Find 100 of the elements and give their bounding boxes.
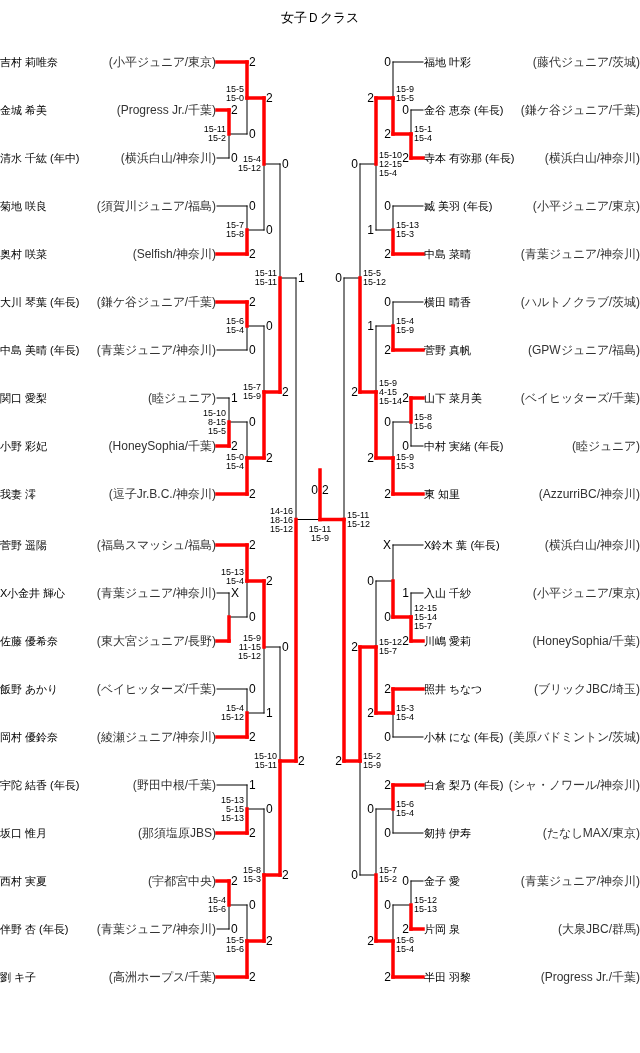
set-score: 15-2 <box>379 875 397 884</box>
player-name: 山下 菜月美 <box>424 391 483 405</box>
game-score: 2 <box>367 707 374 719</box>
player-name: 吉村 莉唯奈 <box>0 55 59 69</box>
game-score: 1 <box>231 392 238 404</box>
game-score: 0 <box>311 484 318 496</box>
club-name: (睦ジュニア) <box>148 391 216 405</box>
set-score: 15-14 <box>414 612 438 622</box>
game-score: 0 <box>249 683 256 695</box>
player-name: 照井 ちなつ <box>424 682 483 696</box>
club-name: (福島スマッシュ/福島) <box>96 538 216 552</box>
club-name: (東大宮ジュニア/長野) <box>96 634 216 648</box>
set-score: 15-11 <box>254 269 277 278</box>
club-name: (小平ジュニア/東京) <box>108 55 216 69</box>
set-score: 15-4 <box>226 326 244 335</box>
set-score: 15-9 <box>379 378 397 388</box>
game-score: 0 <box>266 224 273 236</box>
player-name: 中村 実緒 (年長) <box>424 439 504 453</box>
game-score: 2 <box>384 488 391 500</box>
set-score: 15-13 <box>220 813 244 823</box>
set-score: 15-2 <box>208 134 226 143</box>
set-score: 15-7 <box>379 866 397 875</box>
club-name: (小平ジュニア/東京) <box>532 586 640 600</box>
set-score: 15-3 <box>396 704 414 713</box>
game-score: 2 <box>367 452 374 464</box>
set-score: 15-6 <box>396 936 414 945</box>
player-name: 飯野 あかり <box>0 682 59 696</box>
club-name: (ハルトノクラブ/茨城) <box>520 295 640 309</box>
game-score: 0 <box>384 56 391 68</box>
set-score: 15-12 <box>237 164 261 173</box>
game-score: 2 <box>384 683 391 695</box>
game-score: 2 <box>298 755 305 767</box>
game-score: 2 <box>282 386 289 398</box>
set-score: 15-4 <box>226 704 244 713</box>
game-score: 2 <box>249 539 256 551</box>
set-score: 15-4 <box>414 134 432 143</box>
player-name: 西村 実夏 <box>0 874 48 888</box>
game-score: 0 <box>384 899 391 911</box>
game-score: 0 <box>249 611 256 623</box>
set-score: 15-6 <box>226 317 244 326</box>
player-name: 我妻 澪 <box>0 487 37 501</box>
set-score: 15-9 <box>311 533 329 543</box>
player-name: X小金井 輝心 <box>0 586 66 600</box>
club-name: (那須塩原JBS) <box>138 826 216 840</box>
game-score: 0 <box>249 344 256 356</box>
game-score: 2 <box>402 152 409 164</box>
set-score: 15-10 <box>379 150 403 160</box>
set-score: 15-9 <box>396 85 414 94</box>
set-score: 18-16 <box>269 515 293 524</box>
club-name: (青葉ジュニア/神奈川) <box>96 343 216 357</box>
set-score: 15-4 <box>396 809 414 818</box>
set-score: 15-7 <box>226 221 244 230</box>
game-score: 0 <box>384 827 391 839</box>
game-score: 0 <box>384 611 391 623</box>
player-name: 寺本 有弥那 (年長) <box>424 151 515 165</box>
game-score: 0 <box>384 296 391 308</box>
player-name: 臧 美羽 (年長) <box>424 199 493 213</box>
game-score: 2 <box>402 392 409 404</box>
player-name: 剱持 伊寿 <box>424 826 472 840</box>
player-name: 中島 菜晴 <box>424 247 472 261</box>
club-name: (高洲ホープス/千葉) <box>108 970 216 984</box>
game-score: 1 <box>367 224 374 236</box>
game-score: 2 <box>249 827 256 839</box>
set-score: 12-15 <box>379 159 403 169</box>
player-name: 片岡 泉 <box>424 922 461 936</box>
club-name: (青葉ジュニア/神奈川) <box>520 247 640 261</box>
player-name: 清水 千紘 (年中) <box>0 151 80 165</box>
set-score: 15-3 <box>396 230 414 239</box>
set-score: 15-5 <box>226 936 244 945</box>
game-score: 0 <box>266 320 273 332</box>
game-score: 2 <box>402 635 409 647</box>
game-score: 2 <box>249 56 256 68</box>
set-score: 15-2 <box>363 752 381 761</box>
set-score: 15-9 <box>243 392 261 401</box>
set-score: 15-6 <box>226 945 244 954</box>
club-name: (Selfish/神奈川) <box>132 247 216 261</box>
player-name: 入山 千紗 <box>424 586 472 600</box>
set-score: 15-5 <box>396 94 414 103</box>
player-name: 金城 希美 <box>0 103 48 117</box>
set-score: 15-4 <box>396 317 414 326</box>
game-score: 0 <box>231 923 238 935</box>
set-score: 15-12 <box>220 713 244 722</box>
set-score: 15-11 <box>254 761 277 770</box>
game-score: 2 <box>384 128 391 140</box>
club-name: (ベイヒッターズ/千葉) <box>520 391 640 405</box>
set-score: 15-5 <box>226 85 244 94</box>
set-score: 15-8 <box>414 413 432 422</box>
player-name: 奥村 咲菜 <box>0 247 48 261</box>
game-score: 2 <box>266 452 273 464</box>
club-name: (横浜白山/神奈川) <box>120 151 216 165</box>
game-score: 0 <box>384 416 391 428</box>
game-score: 2 <box>249 971 256 983</box>
club-name: (HoneySophia/千葉) <box>108 439 216 453</box>
game-score: 2 <box>322 484 329 496</box>
set-score: 15-4 <box>379 168 397 178</box>
player-name: 福地 叶彩 <box>424 55 472 69</box>
player-name: 菅野 遥陽 <box>0 538 48 552</box>
club-name: (小平ジュニア/東京) <box>532 199 640 213</box>
set-score: 15-12 <box>237 651 261 661</box>
club-name: (青葉ジュニア/神奈川) <box>96 922 216 936</box>
